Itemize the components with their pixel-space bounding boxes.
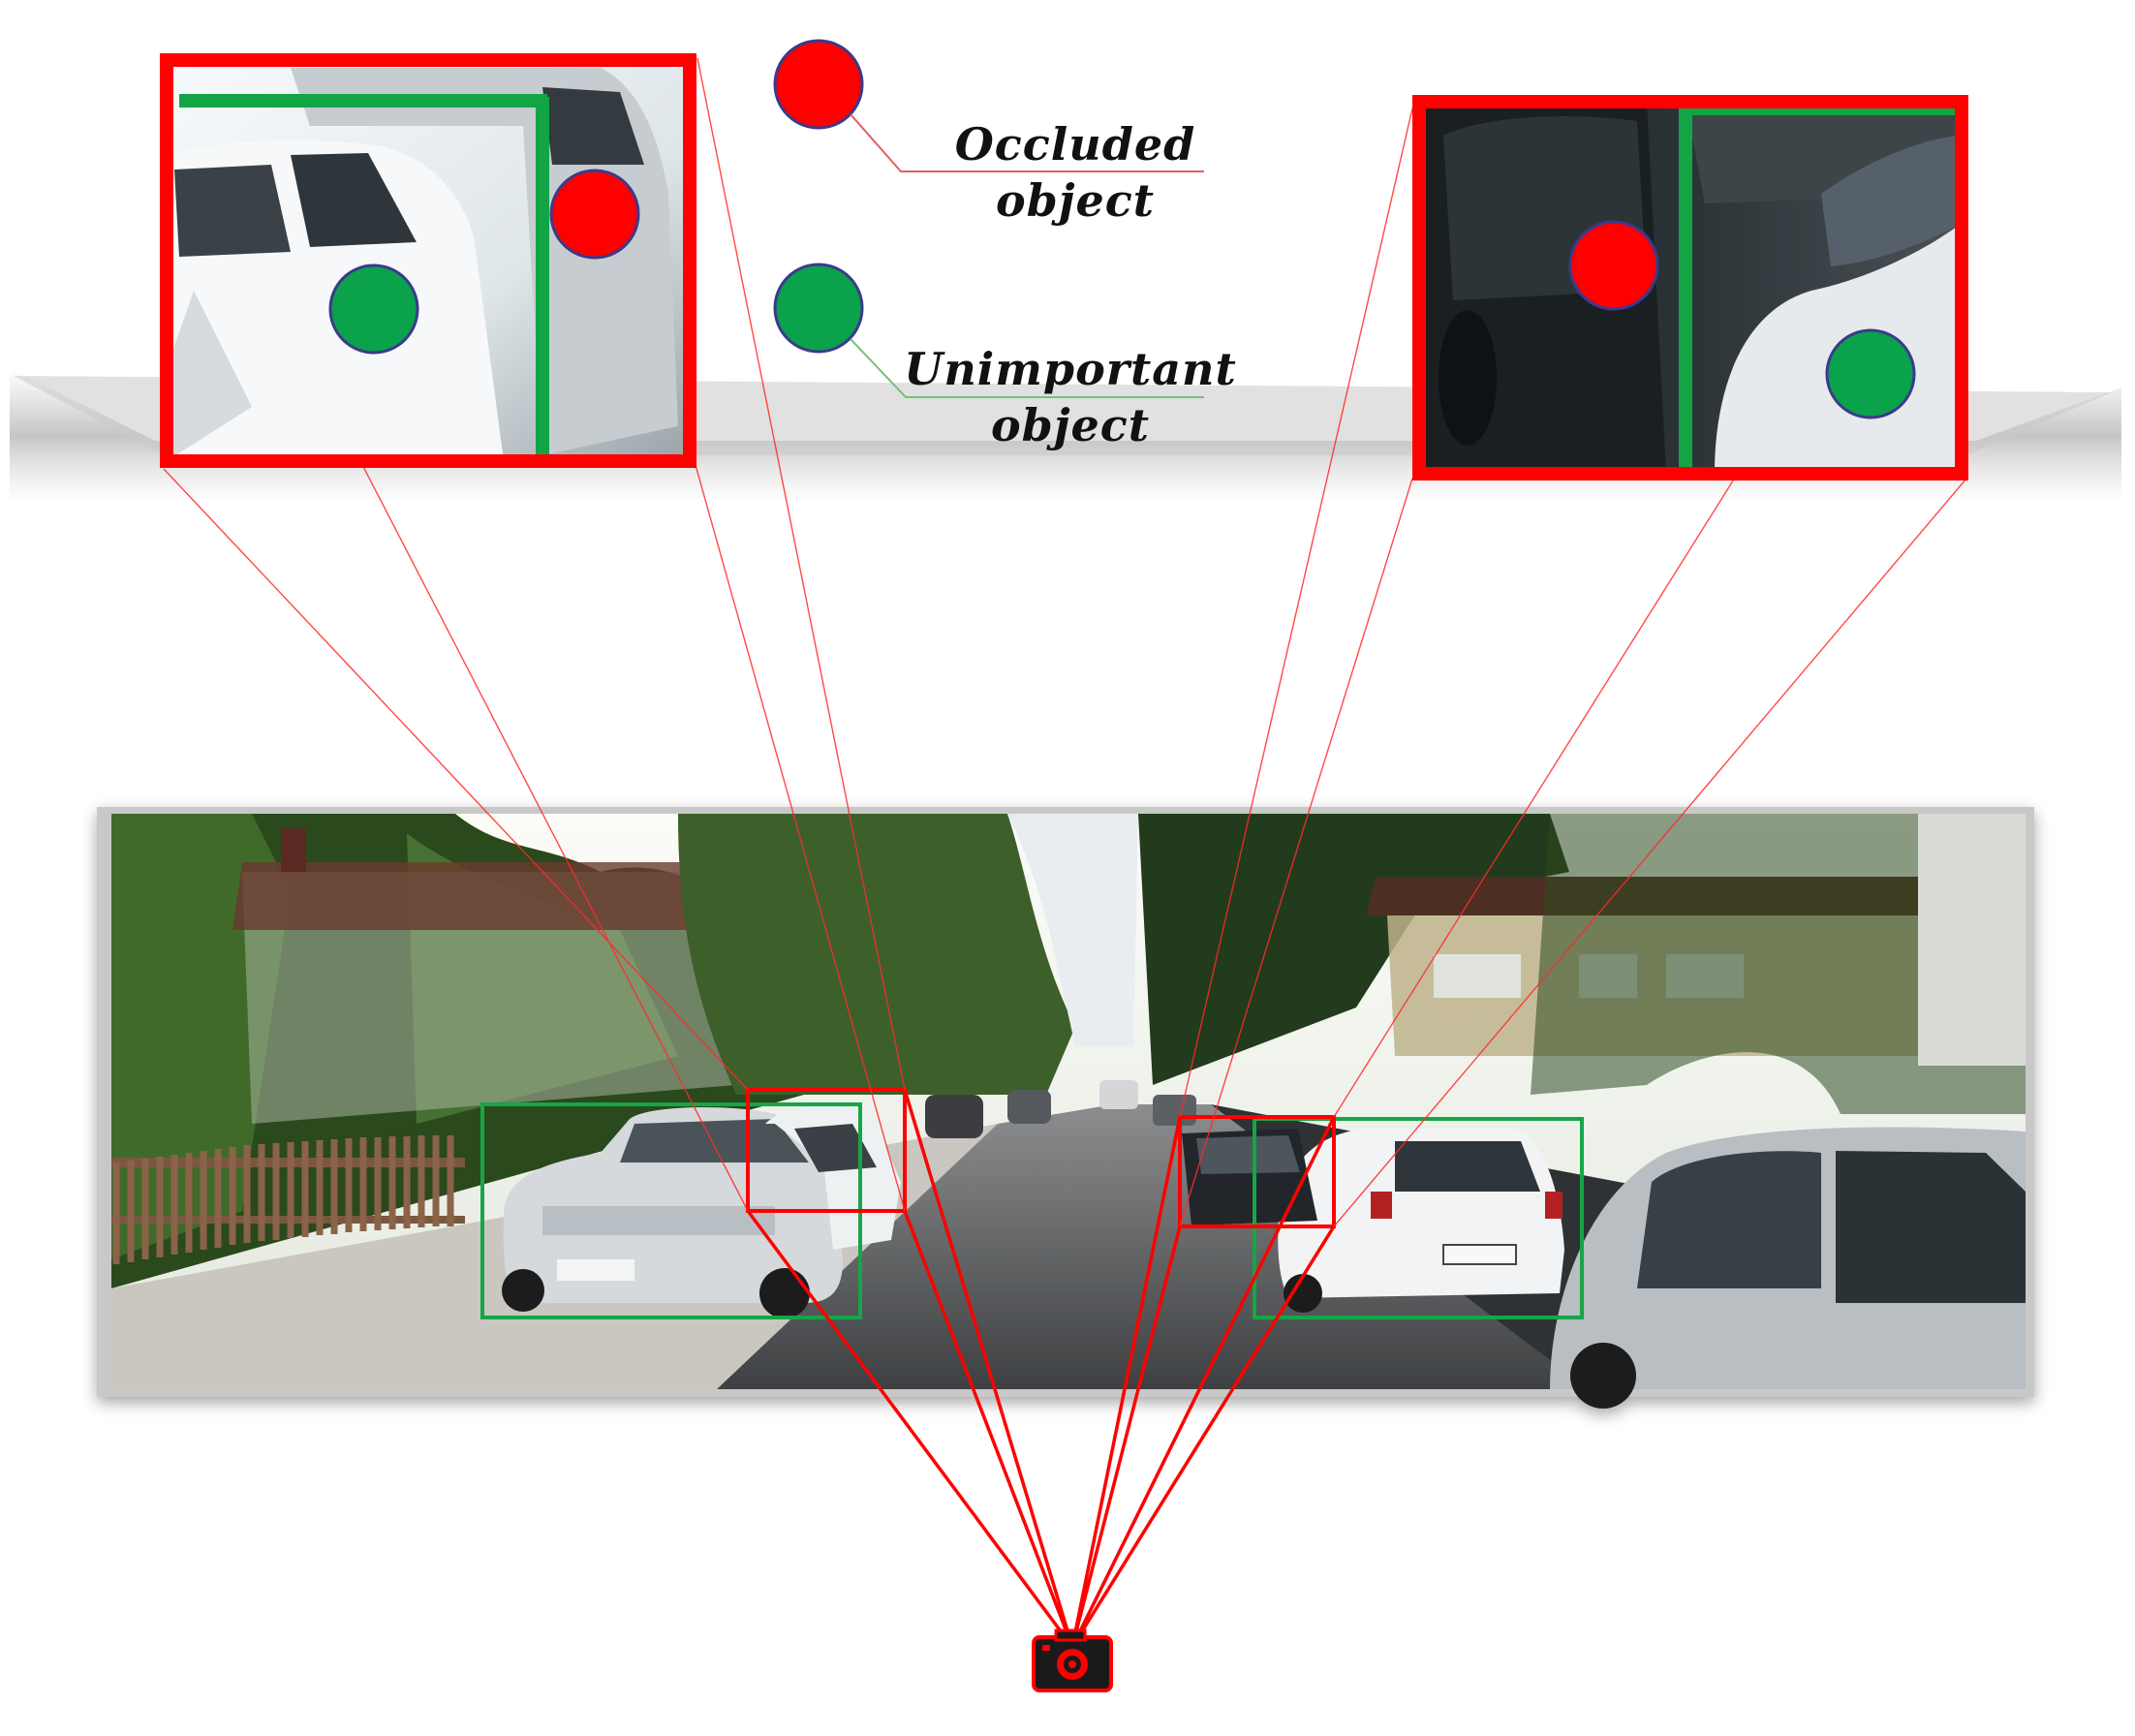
legend-unimportant-leader: [850, 338, 1204, 398]
legend-occluded-label: Occluded object: [930, 116, 1221, 229]
left-white-car: [765, 1105, 901, 1250]
foreground-silver-car: [1550, 1127, 2026, 1409]
fence: [111, 1135, 465, 1264]
occluded-marker-right: [1568, 220, 1659, 311]
projection-lines-camera: [746, 1089, 1336, 1649]
left-silver-car: [502, 1107, 843, 1318]
occlusion-box-right: [1178, 1115, 1336, 1228]
unimportant-marker-left: [328, 264, 419, 355]
unimportant-box-right: [1253, 1117, 1584, 1319]
legend: [773, 39, 1204, 398]
occlusion-box-left: [746, 1088, 907, 1213]
camera-icon: [1032, 1628, 1113, 1692]
street-photo: [97, 807, 2034, 1409]
legend-occluded-swatch: [773, 39, 864, 130]
occluded-marker-left: [549, 169, 640, 260]
legend-unimportant-swatch: [773, 263, 864, 354]
legend-occluded-leader: [850, 113, 1204, 172]
right-dark-car: [1182, 1129, 1317, 1225]
legend-occluded-line1: Occluded: [954, 118, 1196, 170]
legend-unimportant-label: Unimportant object: [901, 341, 1240, 453]
inset-right: [1412, 95, 1968, 480]
unimportant-marker-right: [1825, 328, 1916, 419]
legend-unimportant-line2: object: [990, 399, 1150, 451]
right-white-car: [1278, 1129, 1564, 1313]
legend-occluded-line2: object: [995, 174, 1155, 227]
legend-unimportant-line1: Unimportant: [904, 343, 1237, 395]
inset-left: [160, 53, 696, 468]
